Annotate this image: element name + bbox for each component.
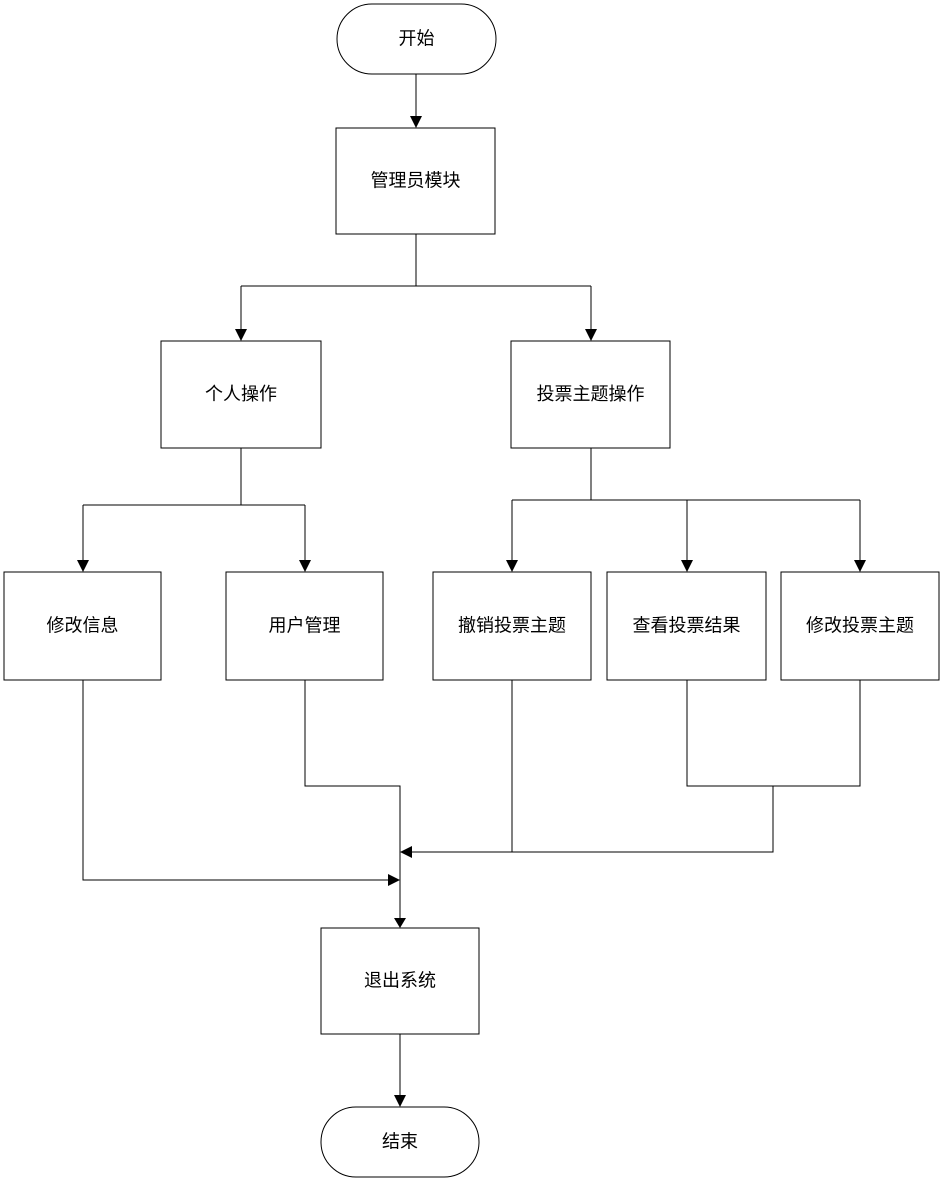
edge-user-management-path [304, 680, 401, 918]
arrow-modify-info [77, 560, 89, 572]
node-modify-info-label: 修改信息 [47, 616, 119, 637]
node-exit-system-shape [320, 927, 480, 1035]
arrow-personal-ops [235, 329, 247, 341]
node-view-vote-results: 查看投票结果 [606, 571, 767, 681]
node-modify-vote-topic-shape [780, 571, 940, 681]
nodes: 开始 管理员模块 个人操作 投票主题操作 修改信息 用户管理 撤销投票主题 [3, 3, 940, 1178]
node-vote-topic-ops-shape [510, 340, 671, 449]
node-end: 结束 [320, 1106, 480, 1178]
node-view-vote-results-shape [606, 571, 767, 681]
node-user-management-label: 用户管理 [269, 616, 341, 637]
arrow-vote-topic-ops [585, 329, 597, 341]
node-cancel-vote-topic-shape [432, 571, 592, 681]
arrow-exit-system [394, 918, 406, 928]
arrow-user-management [299, 560, 311, 572]
node-end-label: 结束 [382, 1132, 418, 1153]
node-admin-module: 管理员模块 [335, 127, 496, 235]
node-cancel-vote-topic: 撤销投票主题 [432, 571, 592, 681]
node-modify-vote-topic: 修改投票主题 [780, 571, 940, 681]
node-modify-info: 修改信息 [3, 571, 162, 681]
node-personal-ops-label: 个人操作 [205, 384, 277, 405]
node-cancel-vote-topic-label: 撤销投票主题 [458, 616, 566, 637]
node-start: 开始 [336, 3, 497, 75]
node-exit-system: 退出系统 [320, 927, 480, 1035]
node-user-management: 用户管理 [225, 571, 384, 681]
node-user-management-shape [225, 571, 384, 681]
node-personal-ops-shape [160, 340, 322, 449]
node-vote-topic-ops: 投票主题操作 [510, 340, 671, 449]
node-admin-module-shape [335, 127, 496, 235]
arrow-admin-module [410, 116, 422, 128]
node-personal-ops: 个人操作 [160, 340, 322, 449]
node-admin-module-label: 管理员模块 [371, 171, 461, 192]
node-vote-topic-ops-label: 投票主题操作 [537, 384, 645, 405]
node-modify-vote-topic-label: 修改投票主题 [806, 616, 914, 637]
edge-modify-info-path [82, 680, 390, 881]
arrow-modify-vote-topic [854, 560, 866, 572]
node-end-shape [320, 1106, 480, 1178]
arrow-end [394, 1095, 406, 1107]
node-start-label: 开始 [399, 29, 435, 50]
edge-merge-to-exit-line [410, 786, 774, 853]
node-start-shape [336, 3, 497, 75]
arrow-cancel-vote-topic [506, 560, 518, 572]
edge-results-topic-merge [686, 680, 861, 787]
node-exit-system-label: 退出系统 [364, 971, 436, 992]
arrow-right-group-into-exit-line [400, 846, 412, 858]
node-view-vote-results-label: 查看投票结果 [633, 616, 741, 637]
arrow-left-group-into-exit-line [388, 874, 400, 886]
node-modify-info-shape [3, 571, 162, 681]
edges [77, 74, 866, 1107]
arrow-view-vote-results [681, 560, 693, 572]
